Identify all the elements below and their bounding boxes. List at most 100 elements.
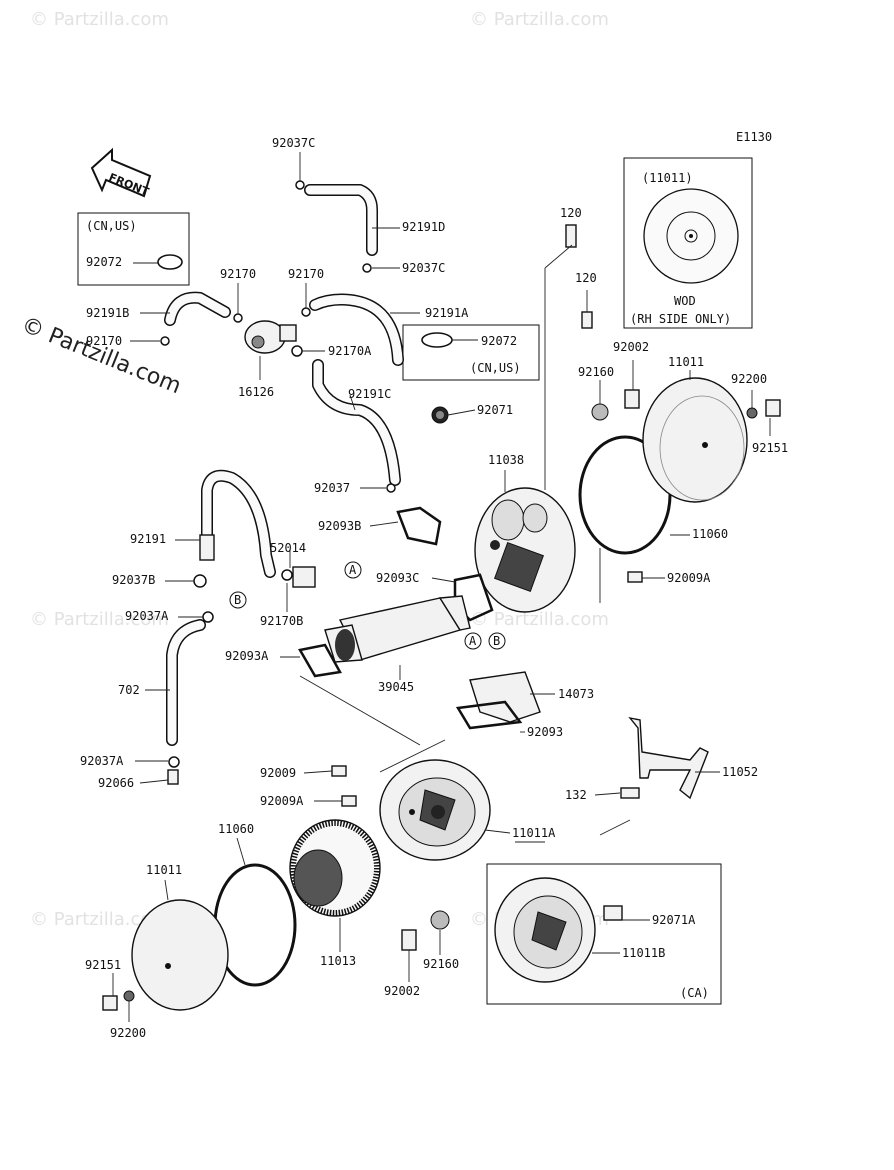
part-label: 92037C <box>272 136 315 150</box>
screw-92009 <box>331 765 347 777</box>
part-labels: 92037C 92191D 92037C 92170 92170 92191B … <box>80 136 788 1040</box>
part-label: 11052 <box>722 765 758 779</box>
part-label: 11038 <box>488 453 524 467</box>
drain-hoses <box>166 469 316 785</box>
part-label: 14073 <box>558 687 594 701</box>
diagram-code: E1130 <box>736 130 772 144</box>
part-label: 92009 <box>260 766 296 780</box>
inset-cn-us-mid: 92072 (CN,US) <box>402 324 540 381</box>
fasteners-top-right <box>565 224 781 583</box>
part-number: 92072 <box>481 334 517 348</box>
part-label: 92170B <box>260 614 303 628</box>
part-label: 92037B <box>112 573 155 587</box>
leader-lines <box>112 152 771 1022</box>
part-label: 92093A <box>225 649 269 663</box>
marker-b: B <box>493 634 500 648</box>
part-label: 92093 <box>527 725 563 739</box>
backplate-11011a <box>379 759 491 861</box>
collar-92160 <box>430 910 450 930</box>
clamp-icon <box>421 332 453 348</box>
part-label: 92002 <box>613 340 649 354</box>
part-label: 92071A <box>652 913 696 927</box>
bolt-92151 <box>102 995 118 1011</box>
gasket-92093b <box>396 506 442 546</box>
gasket-92093a <box>298 643 342 678</box>
part-label: 39045 <box>378 680 414 694</box>
part-label: 132 <box>565 788 587 802</box>
part-label: 92170 <box>220 267 256 281</box>
part-label: 11011 <box>668 355 704 369</box>
inset-caption: WOD <box>674 294 696 308</box>
part-label: 92170 <box>86 334 122 348</box>
part-label: 92191C <box>348 387 391 401</box>
cover-11011-bot <box>131 899 229 1011</box>
part-label: 92170A <box>328 344 372 358</box>
part-label: 92009A <box>667 571 711 585</box>
part-label: 92191A <box>425 306 469 320</box>
inset-cn-us-top: (CN,US) 92072 <box>77 212 190 286</box>
part-label: 92037 <box>314 481 350 495</box>
part-label: 120 <box>560 206 582 220</box>
part-label: 120 <box>575 271 597 285</box>
clamp-icon <box>157 254 183 270</box>
part-label: 702 <box>118 683 140 697</box>
part-label: 92200 <box>110 1026 146 1040</box>
markers: A B A B <box>229 561 506 650</box>
marker-a: A <box>469 634 477 648</box>
inset-ca: (CA) <box>486 863 722 1005</box>
part-number: 92072 <box>86 255 122 269</box>
part-label: 92066 <box>98 776 134 790</box>
part-label: 92200 <box>731 372 767 386</box>
cover-11011-top <box>642 377 748 503</box>
inset-caption: (RH SIDE ONLY) <box>630 312 731 326</box>
part-label: 92160 <box>423 957 459 971</box>
watermark: © Partzilla.com <box>30 9 169 30</box>
intake-14073 <box>455 671 541 730</box>
inset-part: (11011) <box>642 171 693 185</box>
part-label: 11011B <box>622 946 665 960</box>
part-label: 92037A <box>125 609 169 623</box>
inset-label: (CN,US) <box>86 219 137 233</box>
part-label: 16126 <box>238 385 274 399</box>
part-label: 92037C <box>402 261 445 275</box>
marker-a: A <box>349 563 357 577</box>
filter-11013 <box>289 819 381 917</box>
inset-label: (CN,US) <box>470 361 521 375</box>
watermark: © Partzilla.com <box>470 9 609 30</box>
duct-39045 <box>324 595 471 663</box>
part-label: 11060 <box>218 822 254 836</box>
part-label: 92071 <box>477 403 513 417</box>
part-label: 92009A <box>260 794 304 808</box>
washer-92200 <box>123 990 135 1002</box>
part-label: 92002 <box>384 984 420 998</box>
part-label: 11011 <box>146 863 182 877</box>
bracket-11052 <box>620 716 709 800</box>
part-label: 92191 <box>130 532 166 546</box>
watermark: © Partzilla.com <box>30 609 169 630</box>
part-label: 92037A <box>80 754 124 768</box>
inset-wod: (11011) WOD (RH SIDE ONLY) <box>623 157 753 329</box>
part-label: 92160 <box>578 365 614 379</box>
inset-label: (CA) <box>680 986 709 1000</box>
watermark-main: © Partzilla.com <box>18 312 185 399</box>
part-label: 52014 <box>270 541 306 555</box>
part-label: 11011A <box>512 826 556 840</box>
watermark: © Partzilla.com <box>30 909 169 930</box>
part-label: 92170 <box>288 267 324 281</box>
marker-b: B <box>234 593 241 607</box>
backplate-11038 <box>474 487 576 613</box>
part-label: 11060 <box>692 527 728 541</box>
part-label: 92151 <box>752 441 788 455</box>
part-label: 92093B <box>318 519 361 533</box>
screw-92009a <box>341 795 357 807</box>
breather-hoses <box>160 180 449 493</box>
watermark: © Partzilla.com <box>470 609 609 630</box>
bolt-92002 <box>401 929 417 951</box>
part-label: 11013 <box>320 954 356 968</box>
part-label: 92151 <box>85 958 121 972</box>
part-label: 92191B <box>86 306 129 320</box>
part-label: 92191D <box>402 220 445 234</box>
part-label: 92093C <box>376 571 419 585</box>
front-arrow-icon: FRONT <box>90 147 152 199</box>
